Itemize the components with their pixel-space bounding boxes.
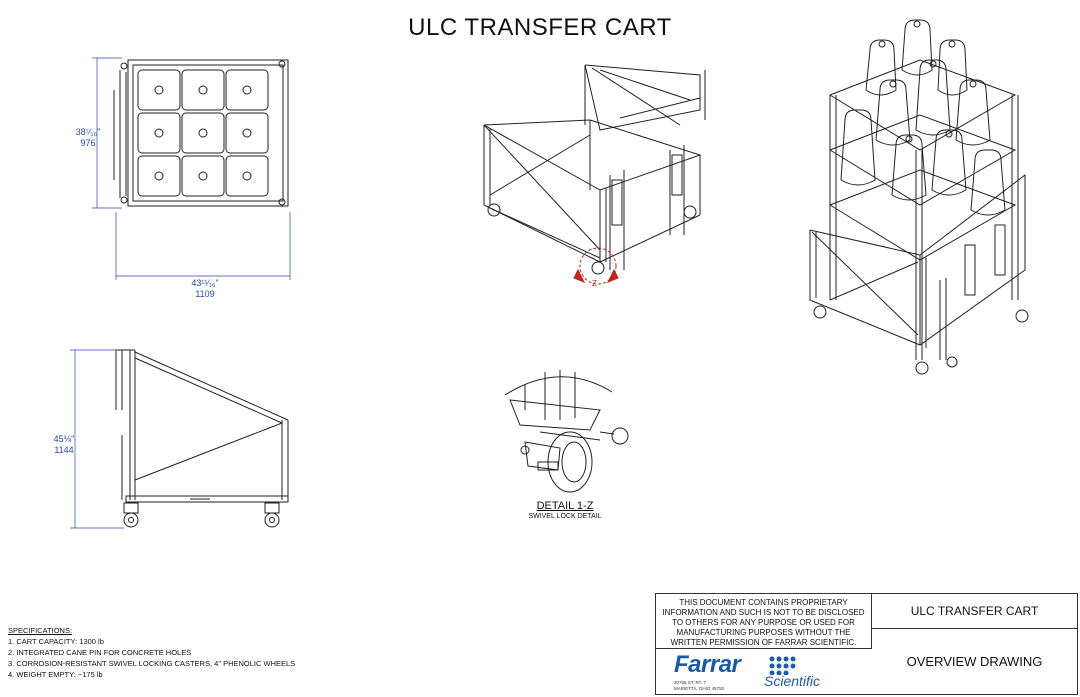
address-line: 30765 ST. RT. 7 xyxy=(674,680,706,685)
logo-dots-icon xyxy=(769,656,796,675)
detail-callout-label: Z xyxy=(592,279,597,288)
company-address: 30765 ST. RT. 7 MARIETTA, OHIO 45750 xyxy=(674,680,724,692)
specifications-heading: SPECIFICATIONS: xyxy=(8,626,73,635)
bottle-grid xyxy=(137,69,269,197)
side-height-dimension: 45⅛" 1144 xyxy=(44,434,84,456)
spec-item: 3. CORROSION-RESISTANT SWIVEL LOCKING CA… xyxy=(8,659,296,668)
swivel-lock-detail xyxy=(504,370,629,493)
specifications: SPECIFICATIONS: 1. CART CAPACITY: 1300 l… xyxy=(8,625,295,680)
company-logo: Farrar Scientific 30765 ST. RT. 7 MARIET… xyxy=(656,649,872,694)
notice-line: TO OTHERS FOR ANY PURPOSE OR USED FOR xyxy=(672,618,855,627)
top-depth-dimension: 38⁷⁄₁₆" 976 xyxy=(68,127,108,149)
address-line: MARIETTA, OHIO 45750 xyxy=(674,686,725,691)
detail-title: DETAIL 1-Z xyxy=(536,500,594,512)
top-width-mm: 1109 xyxy=(195,289,215,299)
drawing-type: OVERVIEW DRAWING xyxy=(906,653,1043,669)
logo-subtitle: Scientific xyxy=(764,673,821,689)
notice-line: INFORMATION AND SUCH IS NOT TO BE DISCLO… xyxy=(662,608,865,617)
side-height-mm: 1144 xyxy=(54,445,74,455)
spec-item: 2. INTEGRATED CANE PIN FOR CONCRETE HOLE… xyxy=(8,648,192,657)
notice-line: WRITTEN PERMISSION OF FARRAR SCIENTIFIC. xyxy=(670,638,857,647)
notice-line: THIS DOCUMENT CONTAINS PROPRIETARY xyxy=(679,598,848,607)
top-width-dimension: 43¹¹⁄₁₆" 1109 xyxy=(180,278,230,300)
title-block: THIS DOCUMENT CONTAINS PROPRIETARY INFOR… xyxy=(655,593,1078,695)
side-view xyxy=(70,349,289,529)
side-height-inches: 45⅛" xyxy=(53,434,75,444)
detail-subtitle: SWIVEL LOCK DETAIL xyxy=(528,513,602,520)
detail-callout xyxy=(573,247,619,285)
top-view xyxy=(92,57,291,280)
drawing-name: ULC TRANSFER CART xyxy=(872,594,1077,629)
spec-item: 1. CART CAPACITY: 1300 lb xyxy=(8,637,104,646)
spec-item: 4. WEIGHT EMPTY: ~175 lb xyxy=(8,670,103,679)
top-depth-inches: 38⁷⁄₁₆" xyxy=(75,127,101,137)
notice-line: MANUFACTURING PURPOSES WITHOUT THE xyxy=(676,628,851,637)
isometric-empty-cart xyxy=(483,64,706,275)
proprietary-notice: THIS DOCUMENT CONTAINS PROPRIETARY INFOR… xyxy=(656,594,872,649)
top-width-inches: 43¹¹⁄₁₆" xyxy=(191,278,219,288)
logo-word: Farrar xyxy=(674,651,741,678)
drawing-title: ULC TRANSFER CART xyxy=(408,14,672,41)
top-depth-mm: 976 xyxy=(80,138,96,148)
